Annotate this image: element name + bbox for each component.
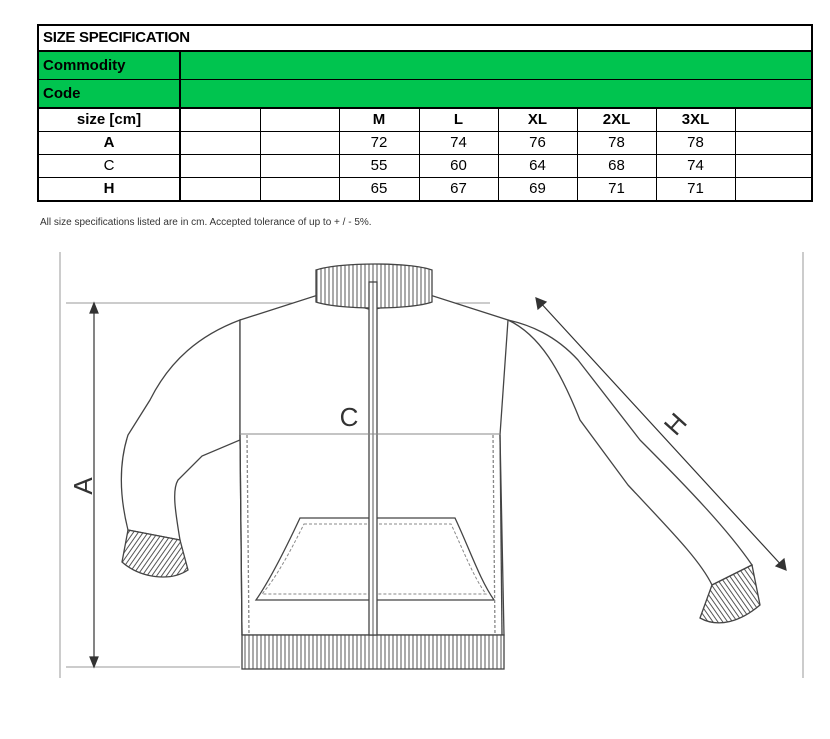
table-cell: 74 xyxy=(418,131,499,155)
table-cell xyxy=(179,177,261,202)
code-value xyxy=(178,79,813,109)
table-cell: 76 xyxy=(497,131,578,155)
label-c: C xyxy=(340,402,359,432)
table-cell: 74 xyxy=(655,154,736,178)
table-cell: 65 xyxy=(338,177,420,202)
table-cell: 67 xyxy=(418,177,499,202)
waistband xyxy=(241,634,505,670)
jacket-diagram: A C H xyxy=(59,252,804,678)
size-header-cell: XL xyxy=(497,107,578,132)
code-label: Code xyxy=(37,79,181,109)
table-cell: 55 xyxy=(338,154,420,178)
table-cell: 60 xyxy=(418,154,499,178)
row-label: C xyxy=(37,154,181,178)
table-row: A 72 74 76 78 78 xyxy=(37,131,813,155)
table-row: C 55 60 64 68 74 xyxy=(37,154,813,178)
table-title: SIZE SPECIFICATION xyxy=(37,24,813,52)
table-cell: 72 xyxy=(338,131,420,155)
h-dimension xyxy=(535,297,787,571)
right-cuff xyxy=(699,564,761,624)
table-cell: 71 xyxy=(576,177,657,202)
row-label: A xyxy=(37,131,181,155)
table-cell: 71 xyxy=(655,177,736,202)
size-header-cell xyxy=(734,107,813,132)
row-label: H xyxy=(37,177,181,202)
table-cell xyxy=(179,154,261,178)
size-header-cell xyxy=(179,107,261,132)
size-specification-table: SIZE SPECIFICATION Commodity Code size [… xyxy=(37,24,814,202)
table-cell xyxy=(734,131,813,155)
table-cell: 64 xyxy=(497,154,578,178)
tolerance-note: All size specifications listed are in cm… xyxy=(40,217,372,228)
size-header-cell xyxy=(259,107,340,132)
table-cell: 78 xyxy=(655,131,736,155)
table-cell xyxy=(259,131,340,155)
jacket-outline xyxy=(120,263,761,670)
table-cell xyxy=(259,154,340,178)
table-cell: 69 xyxy=(497,177,578,202)
commodity-value xyxy=(178,50,813,80)
table-cell: 68 xyxy=(576,154,657,178)
left-cuff xyxy=(121,529,189,578)
size-header-cell: 2XL xyxy=(576,107,657,132)
table-cell xyxy=(734,177,813,202)
table-cell xyxy=(734,154,813,178)
label-a: A xyxy=(68,477,98,495)
size-header-cell: L xyxy=(418,107,499,132)
left-sleeve xyxy=(120,319,241,541)
frame-lines xyxy=(59,252,804,678)
table-cell xyxy=(179,131,261,155)
right-sleeve xyxy=(507,319,753,586)
size-header-cell: 3XL xyxy=(655,107,736,132)
table-row: H 65 67 69 71 71 xyxy=(37,177,813,202)
size-header-row: size [cm] M L XL 2XL 3XL xyxy=(37,107,813,132)
table-cell: 78 xyxy=(576,131,657,155)
a-dimension xyxy=(89,301,99,669)
table-cell xyxy=(259,177,340,202)
size-header-label: size [cm] xyxy=(37,107,181,132)
zipper xyxy=(368,281,378,636)
size-header-cell: M xyxy=(338,107,420,132)
commodity-label: Commodity xyxy=(37,50,181,80)
